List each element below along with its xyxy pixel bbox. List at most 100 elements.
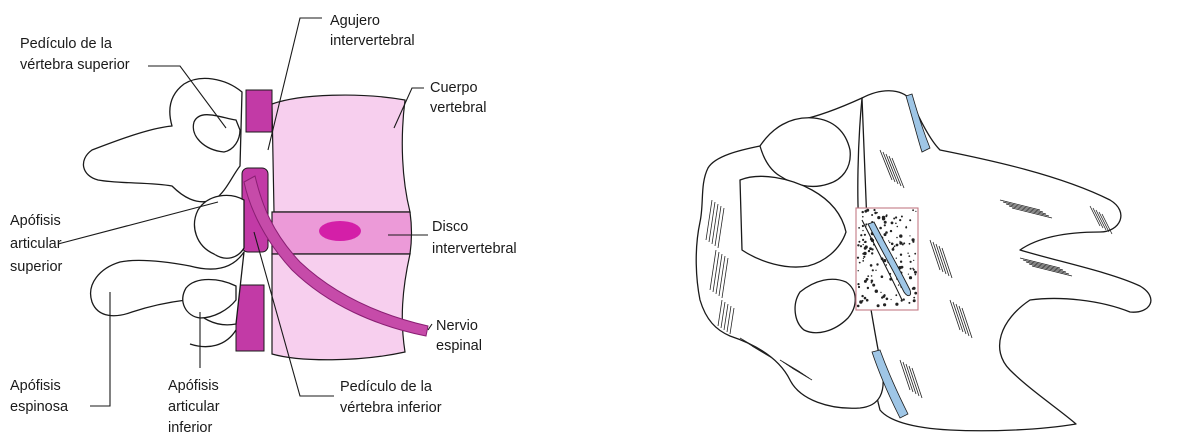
stipple-dot (908, 274, 909, 275)
stipple-dot (871, 275, 873, 277)
label-apofisis-esp-1: Apófisis (10, 378, 61, 394)
label-cuerpo-2: vertebral (430, 100, 486, 116)
stipple-dot (895, 294, 897, 296)
stipple-dot (865, 245, 868, 248)
stipple-dot (875, 290, 878, 293)
stipple-dot (884, 221, 887, 224)
stipple-dot (899, 234, 902, 237)
stipple-dot (893, 247, 894, 248)
stipple-dot (901, 266, 904, 269)
stipple-dot (870, 248, 871, 249)
stipple-dot (858, 241, 860, 243)
stipple-dot (905, 227, 907, 229)
stipple-dot (907, 253, 908, 254)
stipple-dot (867, 287, 869, 289)
label-apofisis-art-inf-3: inferior (168, 420, 212, 436)
stipple-dot (889, 242, 891, 244)
stipple-dot (912, 268, 914, 270)
stipple-dot (862, 239, 864, 241)
stipple-dot (891, 299, 892, 300)
stipple-dot (914, 292, 917, 295)
ligament-lower (236, 285, 264, 351)
stipple-dot (872, 284, 875, 287)
stipple-dot (896, 258, 897, 259)
stipple-dot (893, 218, 895, 220)
stipple-dot (859, 262, 861, 264)
stipple-dot (860, 234, 862, 236)
stipple-dot (909, 243, 911, 245)
stipple-dot (863, 244, 864, 245)
label-cuerpo-1: Cuerpo (430, 80, 478, 96)
stipple-dot (912, 238, 915, 241)
stipple-dot (863, 256, 865, 258)
stipple-dot (875, 270, 876, 271)
label-pediculo-sup-1: Pedículo de la (20, 36, 113, 52)
label-apofisis-esp-2: espinosa (10, 399, 69, 415)
stipple-dot (899, 242, 902, 245)
stipple-dot (912, 287, 915, 290)
stipple-dot (910, 261, 912, 263)
stipple-dot (881, 296, 883, 298)
stipple-dot (862, 260, 864, 262)
stipple-dot (888, 240, 889, 241)
stipple-dot (868, 250, 870, 252)
stipple-dot (881, 275, 884, 278)
stipple-dot (858, 227, 860, 229)
stipple-dot (880, 292, 881, 293)
label-apofisis-art-sup-3: superior (10, 259, 63, 275)
stipple-dot (908, 302, 910, 304)
stipple-dot (895, 223, 897, 225)
label-disco-1: Disco (432, 219, 468, 235)
stipple-dot (874, 212, 877, 215)
stipple-dot (857, 305, 860, 308)
label-pediculo-inf-1: Pedículo de la (340, 379, 433, 395)
label-apofisis-art-inf-2: articular (168, 399, 220, 415)
label-nervio-2: espinal (436, 338, 482, 354)
stipple-dot (900, 261, 902, 263)
disc-nucleus (319, 221, 361, 241)
stipple-dot (909, 219, 911, 221)
label-pediculo-inf-2: vértebra inferior (340, 400, 442, 416)
label-pediculo-sup-2: vértebra superior (20, 57, 130, 73)
stipple-dot (857, 244, 859, 246)
label-nervio-1: Nervio (436, 318, 478, 334)
stipple-dot (890, 230, 892, 232)
stipple-dot (899, 219, 901, 221)
stipple-dot (871, 252, 873, 254)
stipple-dot (877, 216, 880, 219)
lower-lamina (190, 330, 236, 347)
stipple-dot (913, 299, 916, 302)
stipple-dot (864, 297, 867, 300)
stipple-dot (858, 286, 860, 288)
stipple-dot (862, 230, 863, 231)
stipple-dot (877, 212, 878, 213)
stipple-dot (872, 269, 874, 271)
stipple-dot (860, 245, 862, 247)
stipple-dot (883, 303, 886, 306)
stipple-dot (891, 243, 894, 246)
stipple-dot (885, 215, 887, 217)
stipple-dot (897, 226, 899, 228)
stipple-dot (903, 298, 905, 300)
stipple-dot (903, 242, 905, 244)
stipple-dot (891, 222, 894, 225)
stipple-dot (871, 248, 873, 250)
stipple-dot (912, 209, 914, 211)
upper-vertebral-body (272, 95, 410, 212)
stipple-dot (898, 284, 899, 285)
label-agujero-1: Agujero (330, 13, 380, 29)
stipple-dot (892, 248, 895, 251)
stipple-dot (877, 304, 880, 307)
stipple-dot (862, 211, 864, 213)
stipple-dot (871, 280, 874, 283)
stipple-dot (862, 216, 864, 218)
stipple-dot (863, 258, 864, 259)
label-apofisis-art-inf-1: Apófisis (168, 378, 219, 394)
stipple-dot (913, 260, 914, 261)
stipple-dot (915, 274, 917, 276)
stipple-dot (894, 245, 896, 247)
stipple-dot (896, 244, 899, 247)
superior-articular-process (195, 195, 244, 258)
